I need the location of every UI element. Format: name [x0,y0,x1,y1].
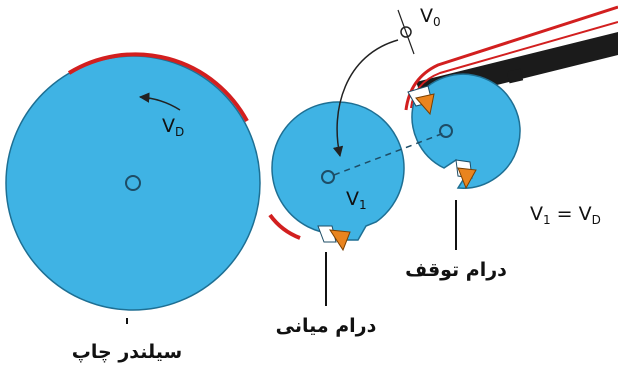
middle-drum-axis-icon [321,170,335,184]
transfer-arrow-icon [332,39,399,158]
middle-drum-gripper-icon [329,229,351,252]
print-cylinder-axis-icon [125,175,141,191]
incoming-sheet-2 [410,21,618,109]
vd-label: VD [162,115,184,139]
stop-drum-label: درام توقف [405,259,507,281]
v1-label: V1 [346,188,367,212]
print-cylinder [5,52,261,311]
middle-drum-label: درام میانی [276,315,377,337]
v0-label: V0 [420,5,441,29]
sheet-on-middle-drum [268,213,301,240]
incoming-sheet [404,5,618,111]
centre-line [333,132,445,176]
rotation-arrow-icon [138,92,181,111]
velocity-equation: V1 = VD [530,203,601,227]
print-cylinder-label: سیلندر چاپ [72,341,182,363]
middle-drum [268,101,405,252]
stop-drum-top-gripper-icon [415,93,435,116]
stop-drum-bottom-gripper-icon [457,167,477,190]
v0-marker [332,9,415,158]
sheet-on-print-cylinder [67,52,249,122]
stop-drum [407,73,521,190]
stop-drum-axis-icon [439,124,453,138]
